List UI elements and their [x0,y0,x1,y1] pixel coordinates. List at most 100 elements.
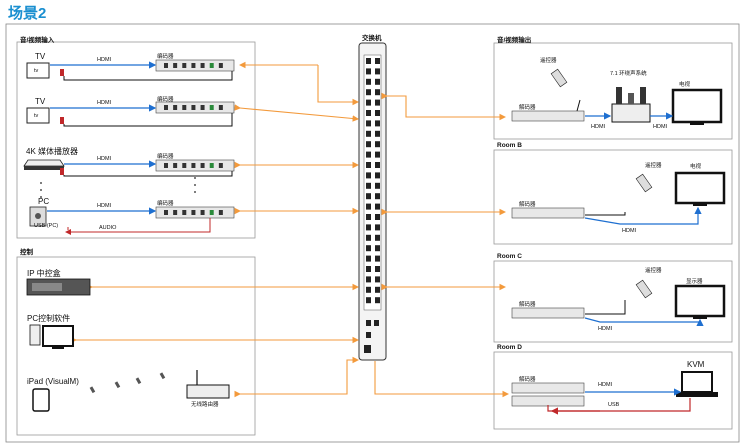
decoder-label-d: 解码器 [519,377,536,383]
switch-port [375,266,380,272]
tv-label-1: TV [35,52,46,61]
remote-icon-b [635,173,653,193]
encoder-label-1: 编码器 [157,54,174,60]
switch-port [366,297,371,304]
switch-port [366,68,371,75]
switch-port [375,89,380,96]
tv-label-2: TV [35,97,46,106]
device-port [164,105,168,110]
device-port [191,163,196,168]
page-title: 场景2 [8,5,47,22]
switch-port [375,78,380,85]
decoder-d [511,382,585,407]
remote-label-a: 遥控器 [540,58,557,64]
kvm-label: KVM [687,360,705,369]
device-port [182,210,187,215]
switch-port [366,110,371,116]
network-switch [358,42,387,361]
switch-port [366,276,371,283]
device-port [173,105,178,110]
switch-port [375,255,380,262]
control-box [16,256,256,436]
laptop-kvm [676,371,718,397]
tv-icon-label-1: tv [34,68,39,74]
device-port [164,210,168,215]
switch-port [375,286,380,293]
device-port [209,63,214,68]
hdmi-label-2: HDMI [97,100,112,106]
switch-port [375,203,380,210]
usb-pc-label: USB (PC) [34,223,59,229]
decoder-a [511,110,585,122]
pc-software-label: PC控制软件 [27,314,71,323]
switch-port [366,203,371,210]
device-port [164,63,168,68]
ipad-label: iPad (VisualM) [27,377,79,386]
switch-port [375,162,380,168]
encoder-label-3: 编码器 [157,154,174,160]
switch-port [366,224,371,231]
display-label-c: 显示器 [686,279,703,285]
switch-port [375,120,380,127]
surround-system-icon [611,87,651,123]
section-control: 控制 [20,249,33,256]
surround-label: 7.1 环绕声系统 [610,71,647,77]
usb-out-label: USB [608,402,620,408]
switch-port [366,99,371,106]
switch-port [366,182,371,189]
device-port [209,210,214,215]
hdmi-out-label-d: HDMI [598,382,613,388]
media-player-icon [23,159,65,170]
router-label: 无线路由器 [191,402,219,408]
device-port [182,63,187,68]
hdmi-label-1: HDMI [97,57,112,63]
device-port [191,210,196,215]
media-player-label: 4K 媒体播放器 [26,147,79,156]
encoder-label-4: 编码器 [157,201,174,207]
device-port [218,105,223,110]
section-room-d: Room D [497,344,522,351]
remote-icon-c [635,279,653,299]
room-c-box [493,260,733,343]
decoder-label-c: 解码器 [519,302,536,308]
switch-port [366,214,371,220]
section-av-input: 音/视频输入 [20,37,55,44]
switch-port [366,245,371,252]
ir-emitter-icon-2 [60,117,64,124]
switch-port [375,193,380,200]
ir-emitter-icon-1 [60,69,64,76]
device-port [182,163,187,168]
monitor-c [674,284,726,319]
switch-port [375,224,380,231]
switch-port [375,130,380,137]
switch-port [366,89,371,96]
device-port [173,63,178,68]
tv-icon-2 [26,107,50,124]
switch-port [366,151,371,158]
device-port [191,63,196,68]
switch-port [375,141,380,148]
switch-port [375,151,380,158]
device-port [200,105,205,110]
switch-port [366,78,371,85]
hdmi-label-4: HDMI [97,203,112,209]
switch-port [375,276,380,283]
switch-port [375,58,380,64]
switch-port [375,110,380,116]
device-port [218,163,223,168]
switch-port [366,255,371,262]
decoder-b [511,207,585,219]
hdmi-out-label-b: HDMI [622,228,637,234]
remote-icon-a [550,68,568,88]
pc-tower-icon [29,206,47,227]
device-port [218,210,223,215]
ir-emitter-icon-3 [60,168,64,175]
device-port [200,63,205,68]
hdmi-out-label-c: HDMI [598,326,613,332]
switch-port [366,141,371,148]
switch-port [375,214,380,220]
wireless-router-icon [186,370,230,399]
room-b-box [493,149,733,245]
device-port [173,163,178,168]
